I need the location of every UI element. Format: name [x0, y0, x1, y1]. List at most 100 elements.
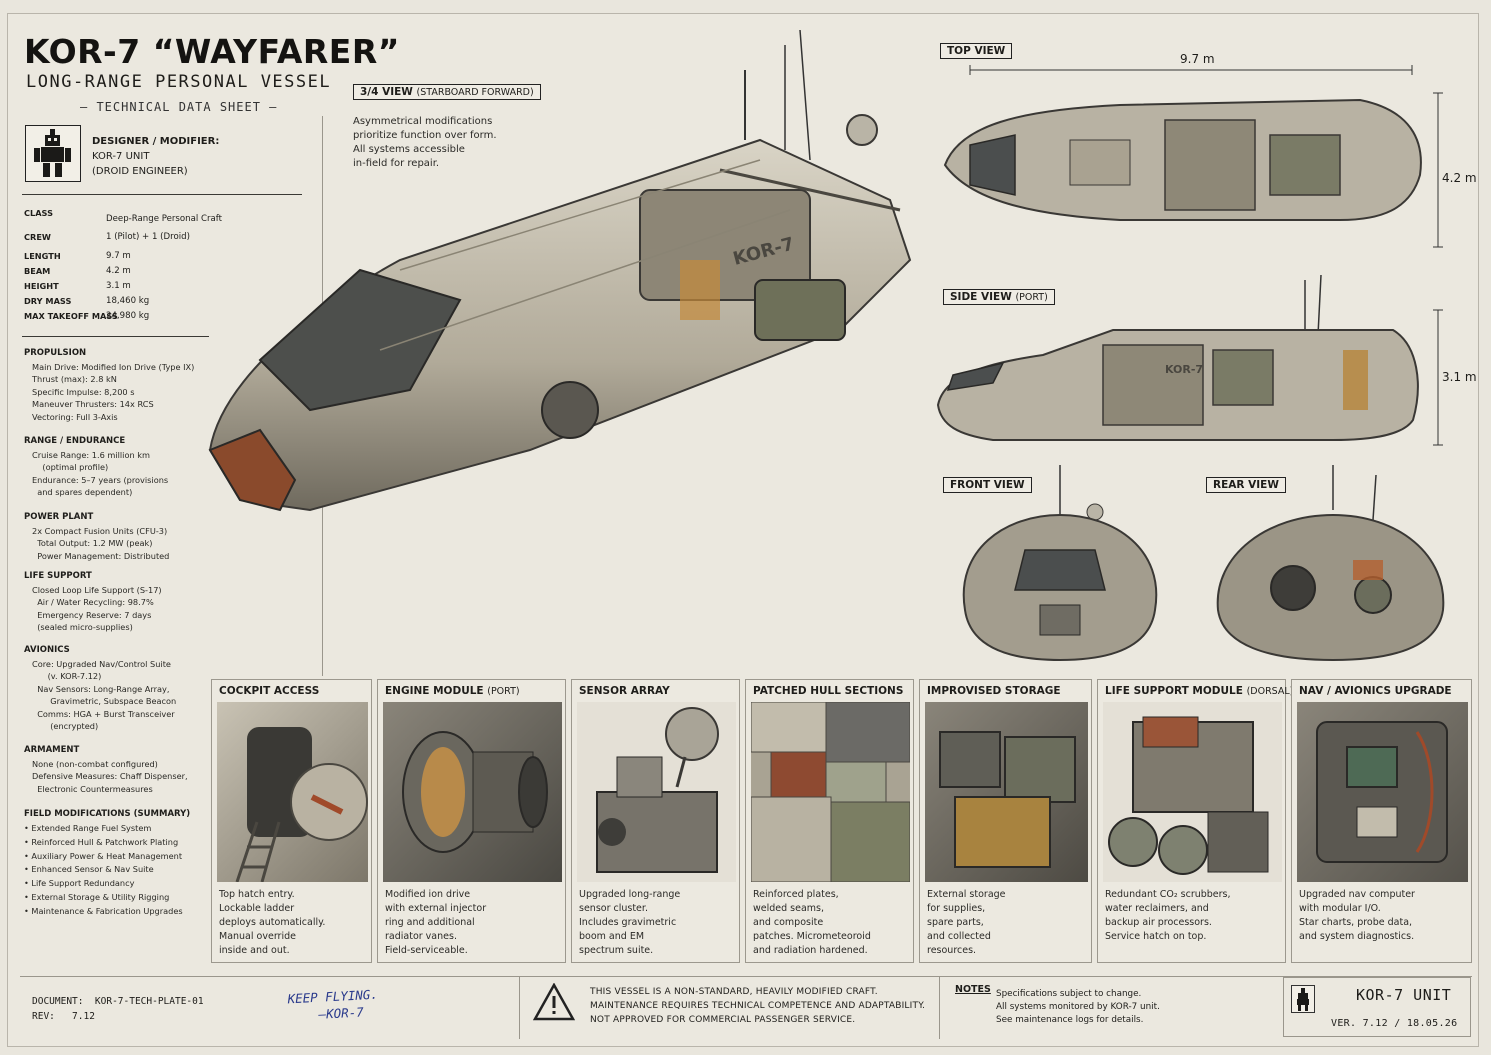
spec-value: 24,980 kg [106, 311, 150, 321]
spec-value: 4.2 m [106, 266, 131, 276]
panel-image [217, 702, 368, 882]
panel-title: COCKPIT ACCESS [219, 685, 319, 697]
panel-text: Upgraded long-range sensor cluster. Incl… [579, 889, 681, 956]
section-armament: ARMAMENT None (non-combat configured) De… [24, 745, 214, 795]
section-line: • Extended Range Fuel System [24, 823, 152, 833]
view-label-front: FRONT VIEW [943, 477, 1032, 493]
section-avionics: AVIONICS Core: Upgraded Nav/Control Suit… [24, 645, 214, 732]
page-subtitle: LONG-RANGE PERSONAL VESSEL [26, 72, 332, 92]
unit-name: KOR-7 UNIT [1356, 986, 1452, 1004]
warning-icon [533, 983, 575, 1021]
panel-title-text: PATCHED HULL SECTIONS [753, 685, 904, 697]
spec-key: CREW [24, 232, 51, 242]
top-view-length: 9.7 m [1180, 52, 1215, 66]
section-line: Closed Loop Life Support (S-17) [32, 585, 162, 595]
handwritten-note: KEEP FLYING. —KOR-7 [287, 986, 379, 1024]
section-line: (v. KOR-7.12) [32, 671, 102, 682]
section-heading: ARMAMENT [24, 745, 80, 755]
panel-image [1103, 702, 1282, 882]
view-label-text: SIDE VIEW [950, 291, 1012, 303]
panel-title-text: COCKPIT ACCESS [219, 685, 320, 697]
section-field-mods: FIELD MODIFICATIONS (SUMMARY) • Extended… [24, 809, 214, 919]
view-label-side: SIDE VIEW (PORT) [943, 289, 1055, 305]
spec-value: 18,460 kg [106, 296, 150, 306]
nav-computer-illustration [1316, 721, 1448, 863]
panel-text: Redundant CO₂ scrubbers, water reclaimer… [1105, 889, 1231, 942]
panel-image [577, 702, 736, 882]
section-heading: AVIONICS [24, 645, 70, 655]
view-label-sub: (STARBOARD FORWARD) [416, 87, 534, 98]
panel-sensor-array: SENSOR ARRAY Upgraded long-range sensor … [571, 679, 740, 963]
footer-divider [20, 976, 1472, 977]
spec-key: BEAM [24, 266, 51, 276]
view-label-top: TOP VIEW [940, 43, 1013, 59]
warning-text: THIS VESSEL IS A NON-STANDARD, HEAVILY M… [590, 987, 926, 1025]
panel-title-text: ENGINE MODULE [385, 685, 484, 697]
panel-text: Upgraded nav computer with modular I/O. … [1299, 889, 1415, 942]
side-view-height: 3.1 m [1442, 370, 1477, 384]
section-heading: FIELD MODIFICATIONS (SUMMARY) [24, 809, 191, 819]
panel-title-sub: (PORT) [487, 686, 520, 697]
cockpit-hatch-illustration [235, 727, 368, 882]
section-line: Main Drive: Modified Ion Drive (Type IX) [32, 362, 195, 372]
panel-text: Top hatch entry. Lockable ladder deploys… [219, 889, 326, 956]
section-line: Endurance: 5–7 years (provisions [32, 474, 169, 485]
view-label-3-4: 3/4 VIEW (STARBOARD FORWARD) [353, 84, 541, 100]
ship-3-4-view: KOR-7 [208, 30, 912, 512]
panel-improvised-storage: IMPROVISED STORAGE External storage for … [919, 679, 1092, 963]
section-line: Power Management: Distributed [32, 550, 170, 561]
panel-engine-module: ENGINE MODULE (PORT) Modified ion drive … [377, 679, 566, 963]
spec-key: LENGTH [24, 251, 61, 261]
section-line: Defensive Measures: Chaff Dispenser, [32, 771, 188, 782]
panel-title-text: LIFE SUPPORT MODULE [1105, 685, 1243, 697]
section-line: Specific Impulse: 8,200 s [32, 386, 135, 397]
panel-image [925, 702, 1088, 882]
panel-image [1297, 702, 1468, 882]
view-label-text: 3/4 VIEW [360, 86, 413, 98]
life-support-illustration [1108, 716, 1269, 875]
section-line: 2x Compact Fusion Units (CFU-3) [32, 526, 168, 536]
page-title: KOR-7 “WAYFARER” [24, 32, 400, 71]
section-heading: PROPULSION [24, 348, 87, 358]
footer-divider [939, 977, 940, 1039]
section-heading: LIFE SUPPORT [24, 571, 92, 581]
main-view-description: Asymmetrical modifications prioritize fu… [353, 116, 497, 169]
droid-emblem [25, 125, 81, 182]
section-line: • Auxiliary Power & Heat Management [24, 850, 183, 861]
spec-row: BEAM 4.2 m [24, 266, 224, 278]
panel-title: IMPROVISED STORAGE [927, 685, 1061, 697]
side-hull-marking: KOR-7 [1165, 363, 1203, 376]
section-line: Cruise Range: 1.6 million km [32, 450, 150, 460]
view-label-text: REAR VIEW [1213, 479, 1279, 491]
section-line: • Maintenance & Fabrication Upgrades [24, 905, 183, 916]
warning-box [519, 977, 939, 1039]
section-line: Emergency Reserve: 7 days [32, 609, 152, 620]
spec-key: DRY MASS [24, 296, 72, 306]
notes-text: Specifications subject to change. All sy… [996, 989, 1160, 1025]
section-line: Nav Sensors: Long-Range Array, [32, 683, 170, 694]
section-line: • Enhanced Sensor & Nav Suite [24, 864, 154, 875]
panel-title-text: SENSOR ARRAY [579, 685, 670, 697]
designer-role: (DROID ENGINEER) [92, 166, 188, 177]
datasheet-label: — TECHNICAL DATA SHEET — [80, 100, 278, 114]
section-line: (optimal profile) [32, 462, 109, 473]
panel-text: Reinforced plates, welded seams, and com… [753, 889, 871, 956]
panel-title: NAV / AVIONICS UPGRADE [1299, 685, 1452, 697]
section-propulsion: PROPULSION Main Drive: Modified Ion Driv… [24, 348, 214, 423]
panel-image [751, 702, 910, 882]
engine-illustration [402, 731, 548, 853]
section-range: RANGE / ENDURANCE Cruise Range: 1.6 mill… [24, 436, 214, 499]
section-line: • Reinforced Hull & Patchwork Plating [24, 836, 179, 847]
section-line: Core: Upgraded Nav/Control Suite [32, 659, 171, 669]
hull-plates-illustration [751, 702, 910, 882]
view-label-text: TOP VIEW [947, 45, 1006, 57]
panel-text: Modified ion drive with external injecto… [385, 889, 487, 956]
section-line: Gravimetric, Subspace Beacon [32, 696, 177, 707]
panel-life-support-module: LIFE SUPPORT MODULE (DORSAL) Redundant C… [1097, 679, 1293, 963]
ship-side-view: KOR-7 [936, 275, 1443, 446]
